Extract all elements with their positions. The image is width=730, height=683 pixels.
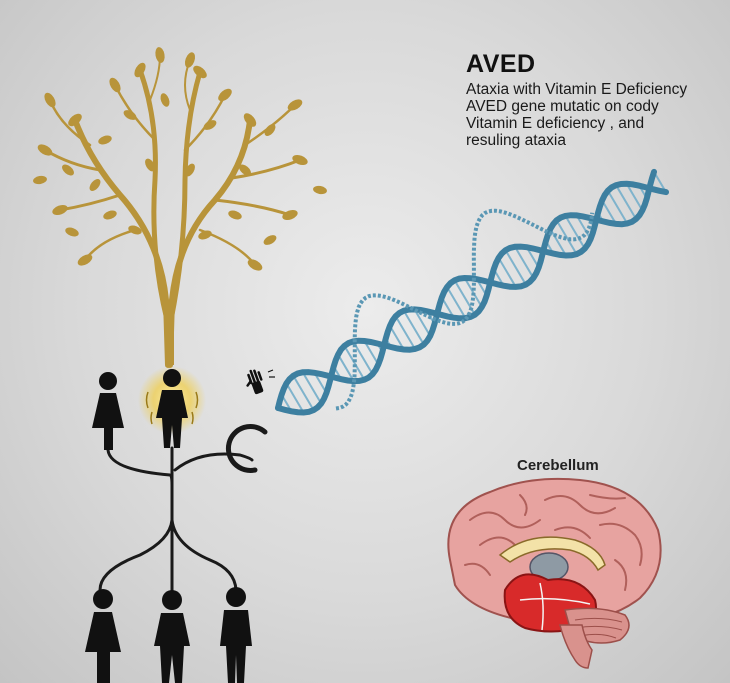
dna-base-pair	[607, 190, 629, 224]
dna-base-pair	[292, 375, 315, 411]
dna-base-pair	[402, 310, 425, 346]
dna-helix	[275, 168, 669, 416]
description-line-4: resuling ataxia	[466, 132, 566, 149]
dna-base-pair	[497, 257, 517, 288]
dna-base-pair	[514, 246, 535, 279]
dna-base-pair	[601, 199, 617, 225]
description-line-3: Vitamin E deficiency , and	[466, 115, 645, 132]
description-line-1: Ataxia with Vitamin E Deficiency	[466, 81, 688, 98]
dna-base-pair	[363, 340, 380, 366]
motion-marks	[267, 369, 275, 378]
dna-base-pair	[615, 184, 637, 220]
affected-person-icon	[156, 369, 188, 448]
dna-base-pair	[564, 215, 586, 250]
dna-strand-b	[275, 180, 669, 411]
page-title: AVED	[466, 50, 536, 78]
tree-leaves	[33, 47, 327, 271]
dna-base-pair	[504, 249, 527, 286]
dna-base-pair	[285, 382, 305, 413]
tremor-marks	[145, 391, 199, 425]
child-female-icon	[85, 589, 121, 683]
cerebellum-label: Cerebellum	[517, 457, 599, 474]
description-block: Ataxia with Vitamin E Deficiency AVED ge…	[466, 81, 721, 149]
brain-illustration	[447, 477, 662, 669]
female-parent-icon	[92, 372, 124, 450]
tree-trunk	[165, 325, 174, 365]
dna-base-pair	[301, 371, 323, 404]
dna-base-pair	[463, 277, 483, 308]
child-male-icon-2	[220, 587, 252, 683]
dna-base-pair	[446, 286, 467, 319]
dna-base-pair	[394, 315, 416, 350]
dna-base-pair	[413, 308, 432, 337]
shaking-hand-icon	[246, 369, 264, 395]
dna-base-pair	[389, 325, 405, 350]
family-tree	[43, 54, 302, 368]
dna-base-pair	[343, 345, 366, 381]
dna-base-pair	[549, 228, 567, 257]
dna-base-pair	[625, 183, 644, 211]
connector-hook-icon	[225, 423, 268, 473]
child-male-icon	[154, 590, 190, 683]
dna-base-pair	[337, 354, 355, 382]
dna-wrapping-strand	[335, 208, 595, 411]
dna-base-pair	[575, 214, 592, 240]
description-line-2: AVED gene mutatic on cody	[466, 98, 659, 115]
family-connectors	[98, 446, 254, 592]
